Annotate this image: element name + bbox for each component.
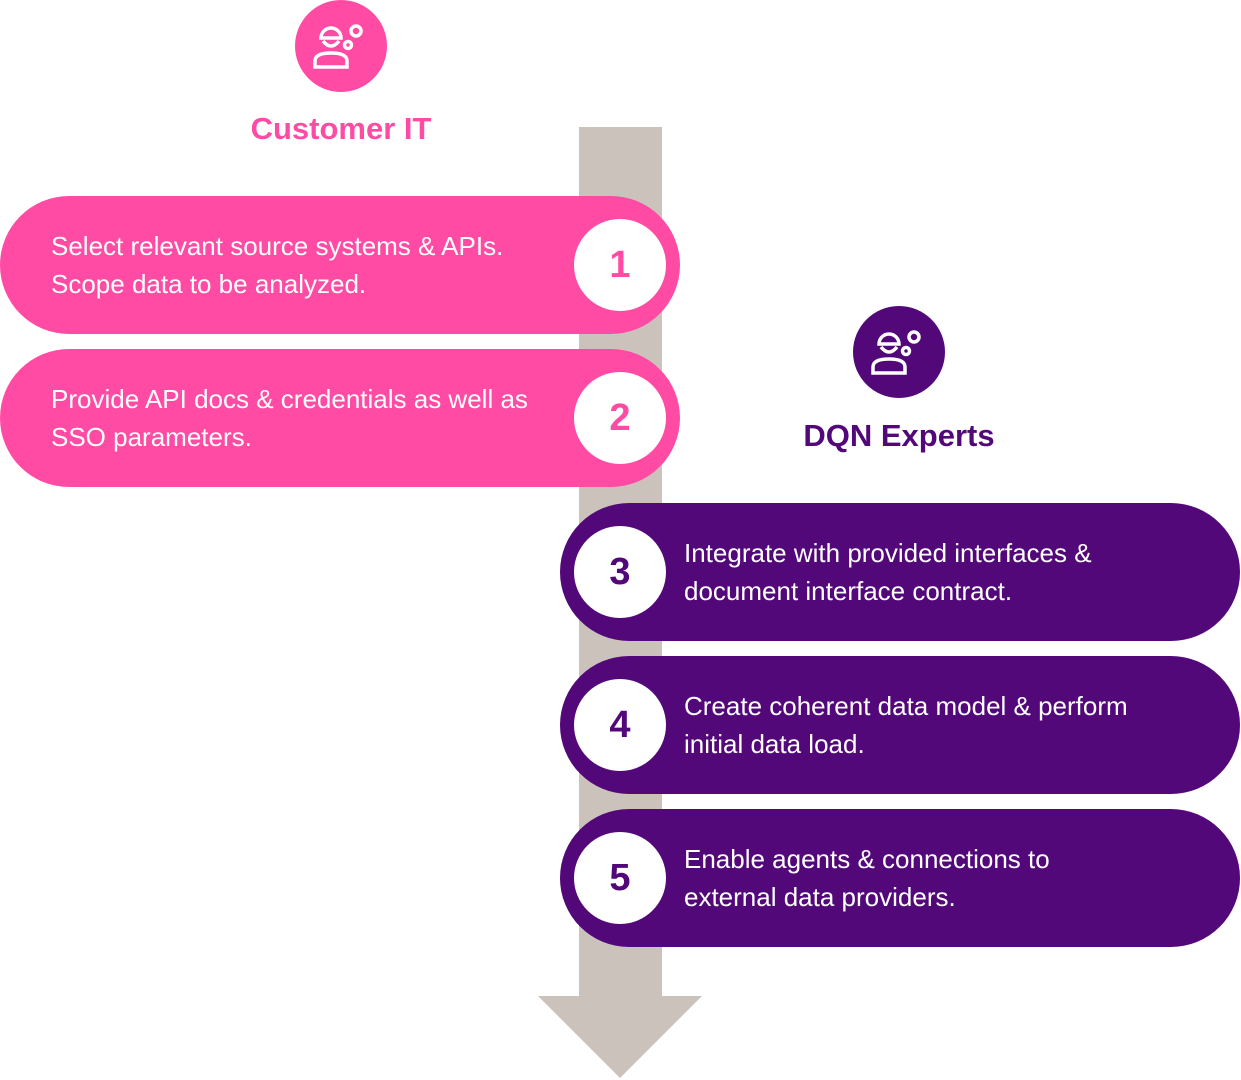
dqn-experts-label: DQN Experts	[803, 418, 995, 453]
step-5: 5 Enable agents & connections to externa…	[560, 809, 1240, 947]
dqn-experts-icon	[853, 306, 945, 398]
step-1: Select relevant source systems & APIs. S…	[0, 196, 680, 334]
engineer-gears-icon	[871, 330, 921, 375]
step-number: 1	[574, 219, 666, 311]
step-number: 4	[574, 679, 666, 771]
step-text: Integrate with provided interfaces & doc…	[684, 538, 1092, 606]
step-text: Provide API docs & credentials as well a…	[51, 384, 528, 452]
engineer-gears-icon	[313, 24, 363, 69]
timeline-arrow-head	[538, 996, 702, 1078]
step-text: Select relevant source systems & APIs. S…	[51, 231, 504, 299]
step-text: Create coherent data model & perform ini…	[684, 691, 1128, 759]
step-number: 5	[574, 832, 666, 924]
customer-it-icon	[295, 0, 387, 92]
step-text: Enable agents & connections to external …	[684, 844, 1050, 912]
step-4: 4 Create coherent data model & perform i…	[560, 656, 1240, 794]
step-3: 3 Integrate with provided interfaces & d…	[560, 503, 1240, 641]
step-2: Provide API docs & credentials as well a…	[0, 349, 680, 487]
customer-it-label: Customer IT	[250, 111, 432, 146]
step-number: 3	[574, 526, 666, 618]
step-number: 2	[574, 372, 666, 464]
